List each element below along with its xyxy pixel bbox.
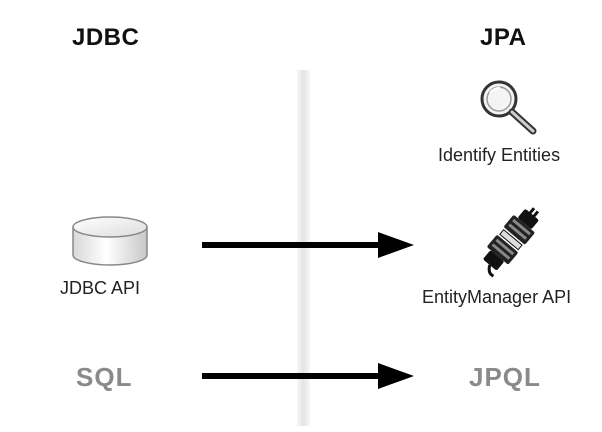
magnifying-glass-icon	[480, 80, 537, 135]
arrow-sql-to-jpql	[202, 363, 414, 389]
database-icon	[72, 216, 148, 266]
jpql-label: JPQL	[469, 362, 541, 392]
jdbc-api-label: JDBC API	[60, 278, 141, 298]
identify-entities-label: Identify Entities	[438, 145, 561, 165]
jdbc-heading: JDBC	[72, 24, 140, 51]
sql-label: SQL	[76, 362, 133, 392]
arrow-jdbc-to-jpa	[202, 232, 414, 258]
jpa-heading: JPA	[480, 24, 527, 51]
entity-manager-api-label: EntityManager API	[422, 287, 572, 307]
connector-plug-icon	[483, 207, 540, 278]
